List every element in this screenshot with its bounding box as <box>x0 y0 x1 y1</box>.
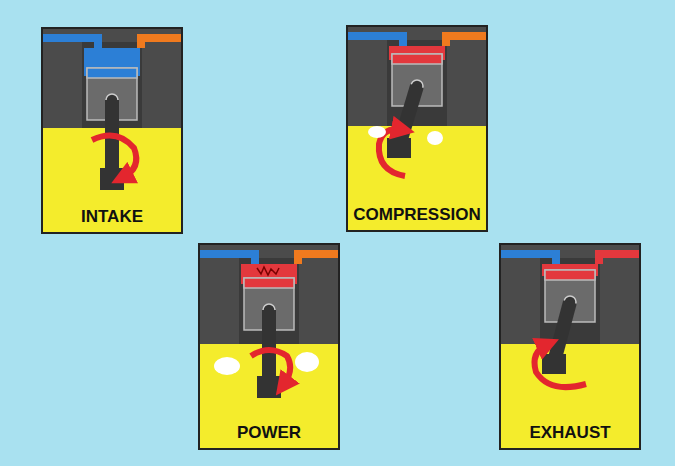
stroke-panel: COMPRESSION <box>347 26 487 231</box>
stroke-panel: INTAKE <box>42 28 182 233</box>
stroke-panel: EXHAUST <box>500 244 640 449</box>
stroke-label: COMPRESSION <box>347 206 487 225</box>
intake-panel-art <box>42 28 182 233</box>
stroke-label: INTAKE <box>42 208 182 227</box>
stroke-panel: POWER <box>199 244 339 449</box>
stroke-label: EXHAUST <box>500 424 640 443</box>
compression-panel-art <box>347 26 487 231</box>
exhaust-panel-art <box>500 244 640 449</box>
power-panel-art <box>199 244 339 449</box>
stroke-label: POWER <box>199 424 339 443</box>
